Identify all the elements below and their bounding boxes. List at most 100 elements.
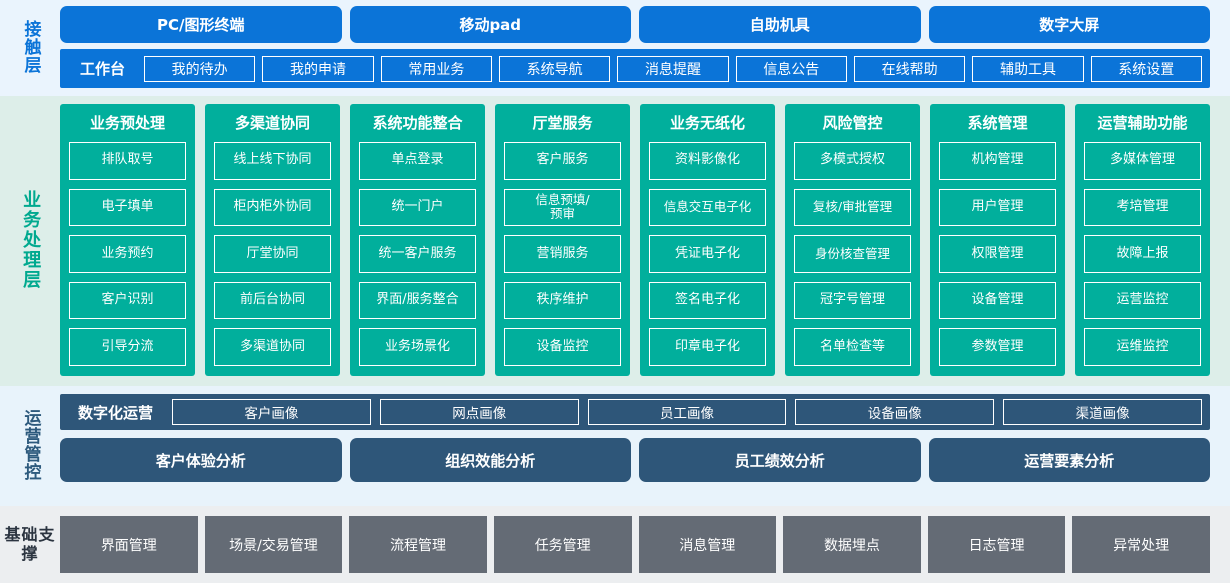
digital-operations-title: 数字化运营: [78, 403, 154, 422]
foundation-item-log-management[interactable]: 日志管理: [927, 516, 1066, 573]
business-item[interactable]: 多渠道协同: [214, 328, 331, 366]
chip-system-settings[interactable]: 系统设置: [1090, 55, 1202, 82]
business-item[interactable]: 运营监控: [1084, 281, 1201, 320]
business-item[interactable]: 签名电子化: [649, 281, 766, 320]
business-item[interactable]: 信息预填/ 预审: [504, 188, 621, 227]
chip-my-application[interactable]: 我的申请: [262, 55, 374, 82]
business-column-risk-control: 风险管控 多模式授权 复核/审批管理 身份核查管理 冠字号管理 名单检查等: [785, 104, 920, 376]
business-item[interactable]: 印章电子化: [649, 328, 766, 366]
block-operation-factor-analysis[interactable]: 运营要素分析: [928, 438, 1210, 482]
business-item[interactable]: 营销服务: [504, 235, 621, 273]
column-title: 业务预处理: [89, 114, 165, 132]
layer-operations-body: 数字化运营 客户画像 网点画像 员工画像 设备画像 渠道画像 客户体验分析 组织…: [60, 394, 1210, 496]
business-item[interactable]: 前后台协同: [214, 281, 331, 320]
foundation-item-exception-handling[interactable]: 异常处理: [1072, 516, 1210, 573]
chip-auxiliary-tools[interactable]: 辅助工具: [972, 55, 1084, 82]
business-column-paperless: 业务无纸化 资料影像化 信息交互电子化 凭证电子化 签名电子化 印章电子化: [640, 104, 775, 376]
business-item[interactable]: 电子填单: [69, 188, 186, 227]
business-column-row: 业务预处理 排队取号 电子填单 业务预约 客户识别 引导分流 多渠道协同 线上线…: [60, 104, 1210, 376]
block-organization-efficiency-analysis[interactable]: 组织效能分析: [349, 438, 631, 482]
layer-touch-body: PC/图形终端 移动pad 自助机具 数字大屏 工作台 我的待办 我的申请 常用…: [60, 6, 1210, 88]
workbench-title: 工作台: [80, 60, 126, 79]
column-items: 多媒体管理 考培管理 故障上报 运营监控 运维监控: [1084, 142, 1201, 366]
business-item[interactable]: 参数管理: [939, 328, 1056, 366]
business-item[interactable]: 设备监控: [504, 328, 621, 366]
business-item[interactable]: 冠字号管理: [794, 281, 911, 320]
business-item[interactable]: 客户服务: [504, 142, 621, 180]
business-column-system-management: 系统管理 机构管理 用户管理 权限管理 设备管理 参数管理: [930, 104, 1065, 376]
column-items: 资料影像化 信息交互电子化 凭证电子化 签名电子化 印章电子化: [649, 142, 766, 366]
column-items: 排队取号 电子填单 业务预约 客户识别 引导分流: [69, 142, 186, 366]
business-item[interactable]: 设备管理: [939, 281, 1056, 320]
business-item[interactable]: 凭证电子化: [649, 235, 766, 273]
business-item[interactable]: 排队取号: [69, 142, 186, 180]
layer-foundation: 基础支撑 界面管理 场景/交易管理 流程管理 任务管理 消息管理 数据埋点 日志…: [0, 506, 1230, 583]
business-column-multichannel: 多渠道协同 线上线下协同 柜内柜外协同 厅堂协同 前后台协同 多渠道协同: [205, 104, 340, 376]
business-item[interactable]: 多媒体管理: [1084, 142, 1201, 180]
business-item[interactable]: 复核/审批管理: [794, 188, 911, 227]
business-item[interactable]: 资料影像化: [649, 142, 766, 180]
chip-online-help[interactable]: 在线帮助: [853, 55, 966, 82]
chip-channel-profile[interactable]: 渠道画像: [1003, 399, 1202, 425]
business-item[interactable]: 权限管理: [939, 235, 1056, 273]
chip-customer-profile[interactable]: 客户画像: [172, 399, 371, 425]
column-title: 多渠道协同: [234, 114, 310, 132]
business-column-operation-support: 运营辅助功能 多媒体管理 考培管理 故障上报 运营监控 运维监控: [1075, 104, 1210, 376]
chip-system-navigation[interactable]: 系统导航: [499, 55, 611, 82]
column-title: 风险管控: [822, 114, 883, 132]
channel-self-service[interactable]: 自助机具: [639, 6, 921, 44]
business-item[interactable]: 线上线下协同: [214, 142, 331, 180]
column-items: 机构管理 用户管理 权限管理 设备管理 参数管理: [939, 142, 1056, 366]
foundation-item-ui-management[interactable]: 界面管理: [60, 516, 198, 573]
chip-common-business[interactable]: 常用业务: [380, 55, 492, 82]
business-item[interactable]: 客户识别: [69, 281, 186, 320]
foundation-item-process-management[interactable]: 流程管理: [349, 516, 487, 573]
business-item[interactable]: 考培管理: [1084, 188, 1201, 227]
layer-foundation-body: 界面管理 场景/交易管理 流程管理 任务管理 消息管理 数据埋点 日志管理 异常…: [60, 516, 1210, 573]
layer-business: 业务处理层 业务预处理 排队取号 电子填单 业务预约 客户识别 引导分流 多渠道…: [0, 96, 1230, 386]
chip-message-reminder[interactable]: 消息提醒: [617, 55, 729, 82]
business-item[interactable]: 信息交互电子化: [649, 188, 766, 227]
analysis-block-row: 客户体验分析 组织效能分析 员工绩效分析 运营要素分析: [60, 438, 1210, 482]
business-item[interactable]: 单点登录: [359, 142, 476, 180]
business-item[interactable]: 柜内柜外协同: [214, 188, 331, 227]
business-item[interactable]: 名单检查等: [794, 328, 911, 366]
block-employee-performance-analysis[interactable]: 员工绩效分析: [639, 438, 921, 482]
business-item[interactable]: 身份核查管理: [794, 235, 911, 273]
layer-business-body: 业务预处理 排队取号 电子填单 业务预约 客户识别 引导分流 多渠道协同 线上线…: [60, 104, 1210, 376]
chip-info-announcement[interactable]: 信息公告: [735, 55, 847, 82]
business-item[interactable]: 引导分流: [69, 328, 186, 366]
layer-foundation-label: 基础支撑: [4, 525, 56, 563]
layer-business-label: 业务处理层: [20, 190, 42, 290]
business-column-lobby-service: 厅堂服务 客户服务 信息预填/ 预审 营销服务 秩序维护 设备监控: [495, 104, 630, 376]
business-item[interactable]: 故障上报: [1084, 235, 1201, 273]
business-column-pre-processing: 业务预处理 排队取号 电子填单 业务预约 客户识别 引导分流: [60, 104, 195, 376]
business-item[interactable]: 机构管理: [939, 142, 1056, 180]
business-item[interactable]: 厅堂协同: [214, 235, 331, 273]
chip-branch-profile[interactable]: 网点画像: [379, 399, 579, 425]
business-item[interactable]: 界面/服务整合: [359, 281, 476, 320]
business-item[interactable]: 用户管理: [939, 188, 1056, 227]
workbench-bar: 工作台 我的待办 我的申请 常用业务 系统导航 消息提醒 信息公告 在线帮助 辅…: [60, 49, 1210, 88]
foundation-item-message-management[interactable]: 消息管理: [638, 516, 777, 573]
channel-pc[interactable]: PC/图形终端: [60, 6, 342, 44]
foundation-item-task-management[interactable]: 任务管理: [493, 516, 632, 573]
chip-employee-profile[interactable]: 员工画像: [587, 399, 787, 425]
block-customer-experience-analysis[interactable]: 客户体验分析: [60, 438, 342, 482]
business-item[interactable]: 业务场景化: [359, 328, 476, 366]
chip-device-profile[interactable]: 设备画像: [795, 399, 995, 425]
foundation-item-data-tracking[interactable]: 数据埋点: [783, 516, 921, 573]
foundation-item-scenario-transaction-management[interactable]: 场景/交易管理: [204, 516, 343, 573]
business-item[interactable]: 秩序维护: [504, 281, 621, 320]
business-item[interactable]: 统一客户服务: [359, 235, 476, 273]
business-item[interactable]: 多模式授权: [794, 142, 911, 180]
business-item[interactable]: 业务预约: [69, 235, 186, 273]
business-item[interactable]: 统一门户: [359, 188, 476, 227]
chip-my-todo[interactable]: 我的待办: [144, 55, 256, 82]
touch-channel-row: PC/图形终端 移动pad 自助机具 数字大屏: [60, 6, 1210, 44]
digital-operations-bar: 数字化运营 客户画像 网点画像 员工画像 设备画像 渠道画像: [60, 394, 1210, 430]
business-item[interactable]: 运维监控: [1084, 328, 1201, 366]
channel-mobile-pad[interactable]: 移动pad: [349, 6, 631, 44]
channel-digital-screen[interactable]: 数字大屏: [928, 6, 1210, 44]
